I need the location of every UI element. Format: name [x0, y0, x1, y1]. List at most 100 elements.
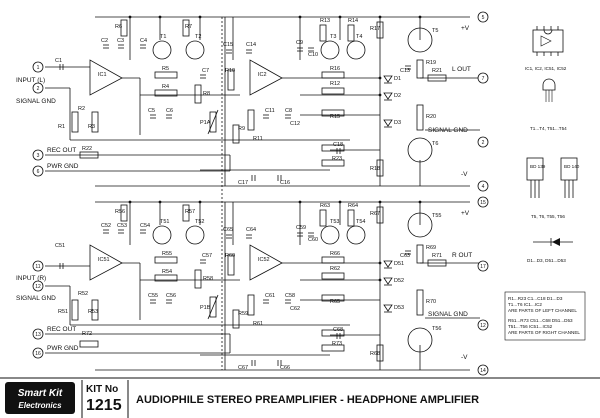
component-label-r18: R18	[370, 166, 380, 172]
port-rec-out-l: 3 REC OUT	[32, 147, 76, 161]
port-number: 12	[480, 323, 486, 329]
component-label-r22: R22	[82, 146, 92, 152]
component-label-c54: C54	[140, 223, 150, 229]
port-number: 4	[482, 184, 485, 190]
component-label-d3: D3	[394, 120, 401, 126]
component-label-r20: R20	[426, 114, 436, 120]
port-label: SIGNAL GND	[428, 127, 468, 134]
component-label-r72: R72	[82, 331, 92, 337]
component-label-r73: R73	[332, 341, 342, 347]
port-label: -V	[461, 171, 468, 178]
port-plus-v-l: 5 +V	[461, 11, 489, 32]
component-label-c68: C68	[333, 327, 343, 333]
bd139-label: BD 139	[530, 164, 546, 169]
component-label-r67: R67	[370, 211, 380, 217]
component-label-t53: T53	[330, 219, 339, 225]
component-label-t5: T5	[432, 28, 438, 34]
port-label: SIGNAL GND	[428, 311, 468, 318]
component-label-c61: C61	[265, 293, 275, 299]
note-left-line: ARE PARTS OF LEFT CHANNEL	[508, 308, 577, 313]
port-r-out: 17 R OUT	[452, 252, 489, 272]
component-label-r13: R13	[320, 18, 330, 24]
component-label-r1: R1	[58, 124, 65, 130]
component-label-c64: C64	[246, 227, 256, 233]
component-label-c15: C15	[223, 42, 233, 48]
component-label-c2: C2	[101, 38, 108, 44]
junction-dots	[128, 15, 422, 282]
port-label: +V	[461, 210, 470, 217]
component-label-c58: C58	[285, 293, 295, 299]
component-label-c66: C66	[280, 365, 290, 371]
logo-line-1: Smart Kit	[18, 388, 63, 399]
power-transistor-legend-label: T5, T6, T55, T56	[531, 214, 565, 219]
bd140-label: BD 140	[564, 164, 580, 169]
component-label-c17: C17	[238, 180, 248, 186]
component-label-c59: C59	[296, 225, 306, 231]
port-rec-out-r: 13 REC OUT	[32, 326, 76, 340]
port-label: PWR GND	[47, 163, 79, 170]
component-label-r69: R69	[426, 245, 436, 251]
ic-legend-label: IC1, IC2, IC51, IC52	[525, 66, 567, 71]
component-label-c3: C3	[117, 38, 124, 44]
port-number: 6	[37, 169, 40, 175]
component-label-c67: C67	[238, 365, 248, 371]
component-label-r70: R70	[426, 299, 436, 305]
ic-pinout-icon	[532, 26, 564, 56]
component-label-c16: C16	[280, 180, 290, 186]
port-plus-v-r: 15 +V	[461, 196, 489, 217]
component-label-d1: D1	[394, 76, 401, 82]
component-label-r10: R10	[225, 68, 235, 74]
note-right-line: T51...T56 IC51...IC52	[508, 324, 553, 329]
component-label-c11: C11	[265, 108, 275, 114]
port-label: L OUT	[452, 66, 471, 73]
port-number: 3	[37, 153, 40, 159]
component-label-t1: T1	[160, 34, 166, 40]
component-label-c13: C13	[400, 68, 410, 74]
port-label: INPUT (R)	[16, 275, 46, 282]
port-label: INPUT (L)	[16, 77, 45, 84]
component-label-r12: R12	[330, 81, 340, 87]
component-label-r61: R61	[253, 321, 263, 327]
port-label: -V	[461, 354, 468, 361]
small-transistor-icon	[542, 78, 556, 102]
component-label-t56: T56	[432, 326, 441, 332]
component-label-ic2: IC2	[258, 72, 267, 78]
component-label-r21: R21	[432, 68, 442, 74]
port-number: 17	[480, 264, 486, 270]
port-number: 15	[480, 200, 486, 206]
legend-panel: IC1, IC2, IC51, IC52 T1...T4, T51...T54 …	[504, 26, 586, 341]
component-label-t55: T55	[432, 213, 441, 219]
component-label-r62: R62	[330, 266, 340, 272]
channel-note-box	[504, 291, 586, 341]
component-label-t4: T4	[356, 34, 362, 40]
port-signal-gnd-r: 12 SIGNAL GND	[16, 280, 56, 302]
port-label: R OUT	[452, 252, 472, 259]
port-number: 12	[35, 284, 41, 290]
component-label-r60: R60	[225, 253, 235, 259]
port-label: PWR GND	[47, 345, 79, 352]
component-label-r3: R3	[88, 124, 95, 130]
component-label-r17: R17	[370, 26, 380, 32]
component-label-r7: R7	[185, 24, 192, 30]
component-label-r51: R51	[58, 309, 68, 315]
component-label-c65: C65	[223, 227, 233, 233]
component-label-r66: R66	[330, 251, 340, 257]
component-label-r65: R65	[330, 299, 340, 305]
component-label-r64: R64	[348, 203, 358, 209]
component-label-r14: R14	[348, 18, 358, 24]
component-label-r19: R19	[426, 60, 436, 66]
logo-line-2: Electronics	[18, 401, 62, 410]
small-transistor-legend-label: T1...T4, T51...T54	[530, 126, 567, 131]
component-label-r6: R6	[115, 24, 122, 30]
kit-number: 1215	[86, 397, 122, 414]
component-label-c14: C14	[246, 42, 256, 48]
port-label: SIGNAL GND	[16, 295, 56, 302]
port-pwr-gnd-r: 16 PWR GND	[32, 345, 79, 359]
port-number: 2	[37, 86, 40, 92]
component-label-r63: R63	[320, 203, 330, 209]
component-label-t51: T51	[160, 219, 169, 225]
component-label-r23: R23	[332, 156, 342, 162]
component-label-c6: C6	[166, 108, 173, 114]
component-label-t52: T52	[195, 219, 204, 225]
component-label-r52: R52	[78, 291, 88, 297]
